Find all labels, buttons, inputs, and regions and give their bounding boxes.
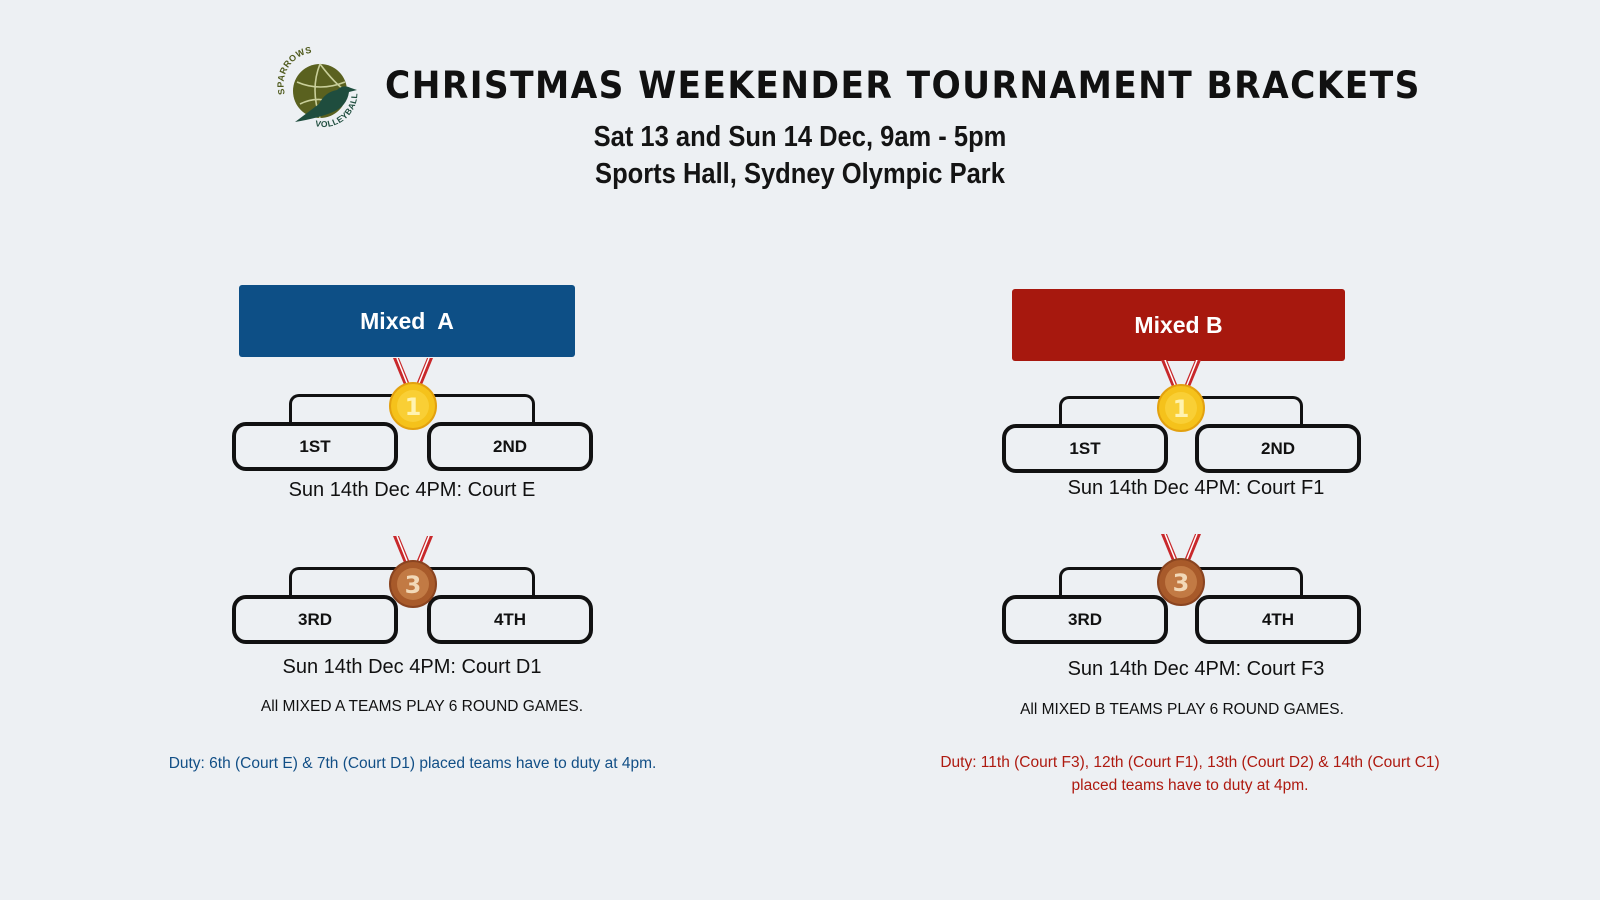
slot-label: 3RD <box>1067 609 1102 629</box>
page-title: CHRISTMAS WEEKENDER TOURNAMENT BRACKETS <box>385 64 1421 107</box>
bracket-slot-4th: 4TH <box>427 595 593 644</box>
event-venue: Sports Hall, Sydney Olympic Park <box>595 158 1005 190</box>
slot-label: 2ND <box>492 436 527 456</box>
bracket-slot-4th: 4TH <box>1195 595 1361 644</box>
duty-line-2: placed teams have to duty at 4pm. <box>1071 777 1309 794</box>
gold-medal-1-icon: 1 <box>1153 360 1209 434</box>
svg-text:3: 3 <box>405 571 422 599</box>
svg-text:1: 1 <box>405 393 422 421</box>
final-schedule: Sun 14th Dec 4PM: Court E <box>288 479 536 501</box>
bracket-slot-1st: 1ST <box>232 422 398 471</box>
bracket-slot-3rd: 3RD <box>1002 595 1168 644</box>
division-banner-mixed-b: Mixed B <box>1012 289 1345 361</box>
bracket-slot-1st: 1ST <box>1002 424 1168 473</box>
slot-label: 2ND <box>1260 438 1295 458</box>
division-title: Mixed A <box>360 307 454 334</box>
svg-text:3: 3 <box>1173 569 1190 597</box>
slot-label: 3RD <box>297 609 332 629</box>
gold-medal-1-icon: 1 <box>385 358 441 432</box>
slot-label: 1ST <box>299 436 331 456</box>
bronze-schedule: Sun 14th Dec 4PM: Court F3 <box>1067 658 1325 680</box>
bronze-medal-3-icon: 3 <box>1153 534 1209 608</box>
division-banner-mixed-a: Mixed A <box>239 285 575 357</box>
rounds-note: All MIXED A TEAMS PLAY 6 ROUND GAMES. <box>260 698 584 715</box>
slot-label: 4TH <box>493 609 527 629</box>
sparrows-volleyball-logo: SPARROWS VOLLEYBALL <box>275 44 365 132</box>
bronze-schedule: Sun 14th Dec 4PM: Court D1 <box>282 656 542 678</box>
slot-label: 4TH <box>1261 609 1295 629</box>
slot-label: 1ST <box>1069 438 1101 458</box>
division-title: Mixed B <box>1134 311 1223 338</box>
bracket-slot-3rd: 3RD <box>232 595 398 644</box>
rounds-note: All MIXED B TEAMS PLAY 6 ROUND GAMES. <box>1020 701 1344 718</box>
duty-note: Duty: 11th (Court F3), 12th (Court F1), … <box>880 751 1500 797</box>
svg-text:1: 1 <box>1173 395 1190 423</box>
bronze-medal-3-icon: 3 <box>385 536 441 610</box>
final-schedule: Sun 14th Dec 4PM: Court F1 <box>1067 477 1325 499</box>
duty-note: Duty: 6th (Court E) & 7th (Court D1) pla… <box>168 755 657 772</box>
bracket-slot-2nd: 2ND <box>1195 424 1361 473</box>
bracket-slot-2nd: 2ND <box>427 422 593 471</box>
duty-line-1: Duty: 11th (Court F3), 12th (Court F1), … <box>940 754 1440 771</box>
event-date: Sat 13 and Sun 14 Dec, 9am - 5pm <box>593 121 1007 153</box>
